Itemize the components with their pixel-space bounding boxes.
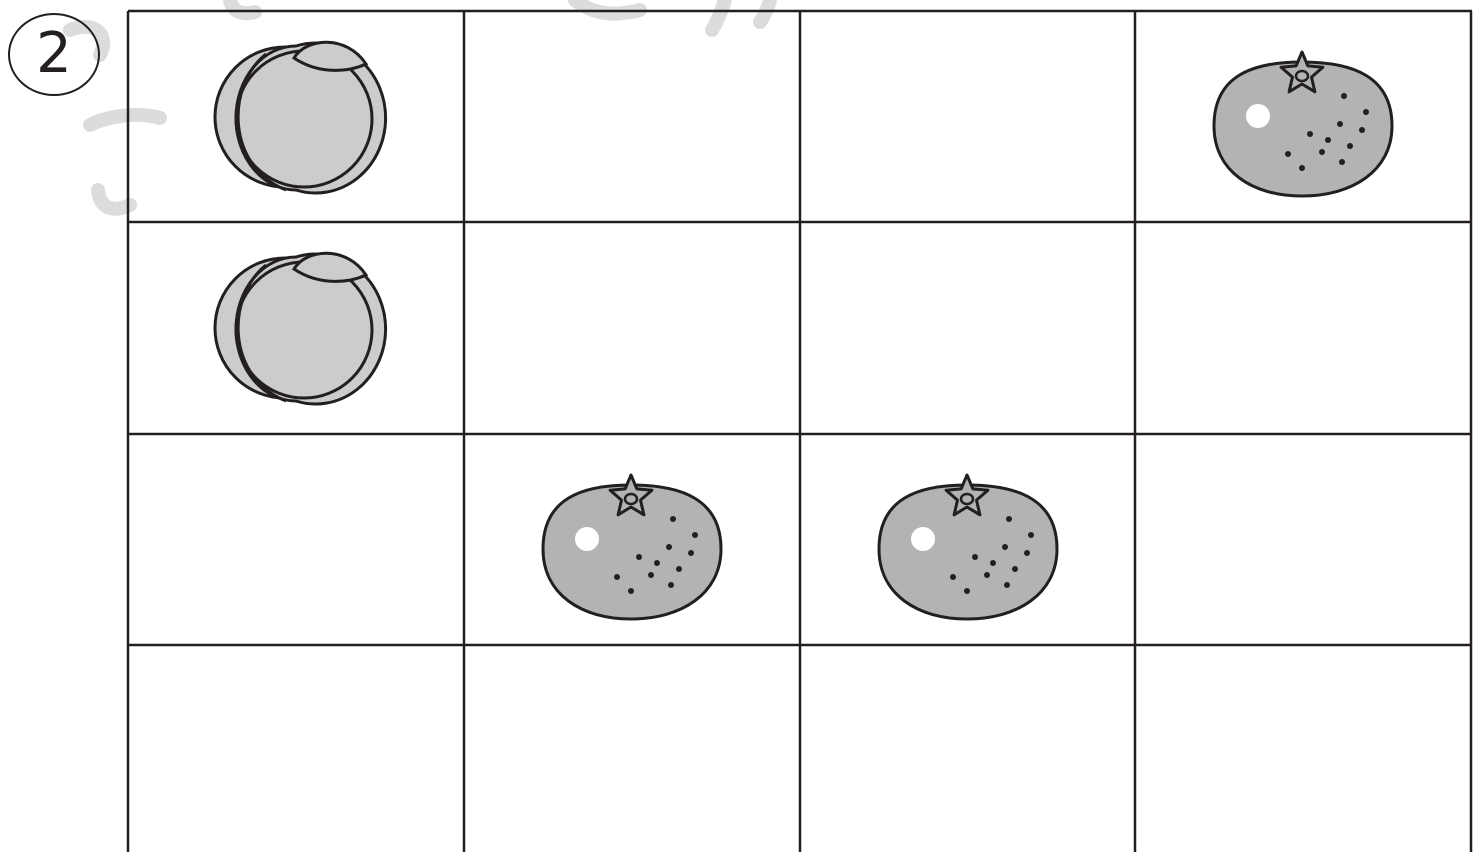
mandarin-dot — [654, 560, 660, 566]
grid-cell-r2-c4[interactable] — [1135, 222, 1471, 434]
grid-cell-r2-c2[interactable] — [464, 222, 800, 434]
mandarin-icon — [1214, 52, 1392, 196]
mandarin-dot — [1325, 137, 1331, 143]
mandarin-dot — [1347, 143, 1353, 149]
mandarin-dot — [670, 516, 676, 522]
grid-cell-r1-c2[interactable] — [464, 11, 800, 222]
mandarin-dot — [1363, 109, 1369, 115]
mandarin-dot — [636, 554, 642, 560]
peach-icon — [215, 42, 386, 193]
mandarin-dot — [1307, 131, 1313, 137]
mandarin-dot — [964, 588, 970, 594]
mandarin-dot — [628, 588, 634, 594]
mandarin-dot — [648, 572, 654, 578]
mandarin-dot — [984, 572, 990, 578]
mandarin-icon — [879, 475, 1057, 619]
mandarin-dot — [614, 574, 620, 580]
mandarin-dot — [1024, 550, 1030, 556]
mandarin-dot — [676, 566, 682, 572]
grid-cell-r4-c2[interactable] — [464, 645, 800, 852]
mandarin-dot — [1359, 127, 1365, 133]
mandarin-dot — [1002, 544, 1008, 550]
mandarin-dot — [1028, 532, 1034, 538]
mandarin-highlight — [911, 527, 935, 551]
mandarin-icon — [543, 475, 721, 619]
grid-cell-r1-c3[interactable] — [800, 11, 1135, 222]
grid-cell-r3-c4[interactable] — [1135, 434, 1471, 645]
mandarin-dot — [990, 560, 996, 566]
mandarin-dot — [1004, 582, 1010, 588]
mandarin-dot — [1012, 566, 1018, 572]
mandarin-dot — [666, 544, 672, 550]
grid-cell-r3-c1[interactable] — [128, 434, 464, 645]
mandarin-dot — [1285, 151, 1291, 157]
peach-icon — [215, 253, 386, 404]
grid-cell-r4-c3[interactable] — [800, 645, 1135, 852]
grid-cell-r4-c4[interactable] — [1135, 645, 1471, 852]
mandarin-dot — [950, 574, 956, 580]
grid-cell-r2-c3[interactable] — [800, 222, 1135, 434]
mandarin-dot — [1299, 165, 1305, 171]
mandarin-dot — [972, 554, 978, 560]
mandarin-highlight — [1246, 104, 1270, 128]
mandarin-highlight — [575, 527, 599, 551]
grid-cell-r4-c1[interactable] — [128, 645, 464, 852]
mandarin-dot — [1319, 149, 1325, 155]
mandarin-dot — [688, 550, 694, 556]
mandarin-dot — [668, 582, 674, 588]
mandarin-dot — [1341, 93, 1347, 99]
mandarin-dot — [1339, 159, 1345, 165]
mandarin-dot — [1006, 516, 1012, 522]
mandarin-dot — [1337, 121, 1343, 127]
mandarin-dot — [692, 532, 698, 538]
